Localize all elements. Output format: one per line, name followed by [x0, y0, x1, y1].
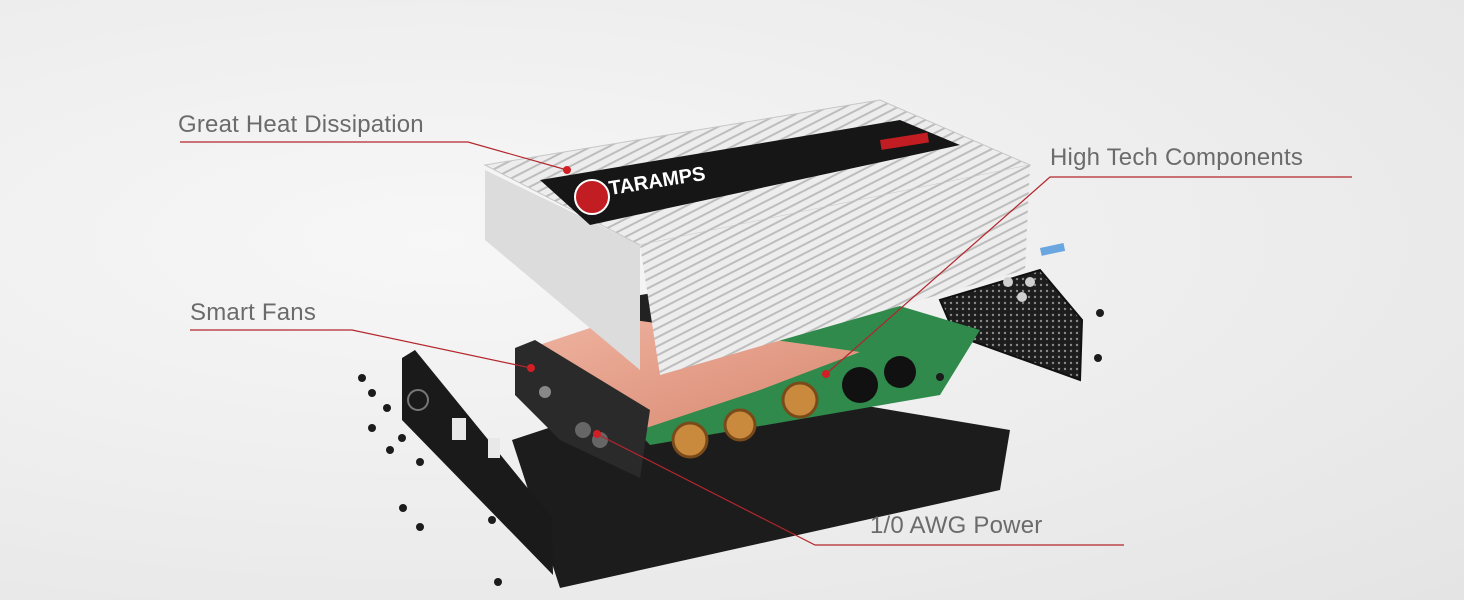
high-tech-components-label: High Tech Components	[1050, 144, 1304, 171]
heatsink-front	[640, 165, 1030, 375]
power-leader	[596, 433, 1124, 546]
ribbon-cable	[1040, 243, 1066, 256]
toroid-coil	[781, 381, 819, 419]
left-end-panel	[402, 350, 553, 575]
panel-screw-hole	[1025, 277, 1035, 287]
heat-dissipation-label: Great Heat Dissipation	[178, 111, 424, 138]
panel-screw-hole	[1017, 292, 1027, 302]
screws	[358, 309, 1104, 586]
smart-fans-marker	[527, 364, 535, 372]
panel-screw-hole	[1003, 277, 1013, 287]
terminal-screw	[575, 422, 591, 438]
toroid-coil	[671, 421, 709, 459]
power-label: 1/0 AWG Power	[870, 512, 1043, 539]
heatsink-side	[485, 170, 640, 370]
capacitor	[842, 367, 878, 403]
high-tech-marker	[822, 370, 830, 378]
brand-label-strip	[540, 120, 960, 225]
smart-fans-label: Smart Fans	[190, 299, 317, 326]
heat-dissipation-leader	[180, 141, 568, 171]
toroid-coil	[723, 408, 757, 442]
fan-grille-icon	[407, 389, 429, 411]
brand-logo-emblem	[574, 179, 610, 215]
panel-cutout	[452, 418, 466, 440]
terminal-screw	[539, 386, 551, 398]
smart-fans-leader	[190, 329, 532, 369]
power-marker	[593, 430, 601, 438]
capacitor	[884, 356, 916, 388]
heat-dissipation-marker	[563, 166, 571, 174]
model-tag	[880, 132, 929, 150]
panel-cutout	[488, 438, 500, 458]
high-tech-leader	[825, 176, 1352, 375]
